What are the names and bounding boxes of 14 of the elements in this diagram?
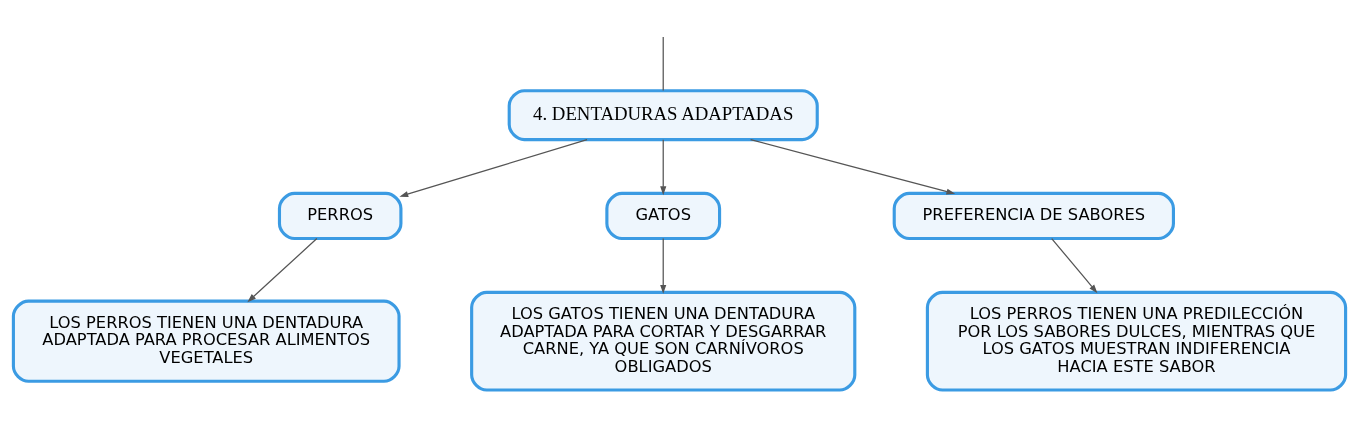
arrow xyxy=(660,139,667,196)
node-box: PERROS xyxy=(277,191,403,241)
node-box: GATOS xyxy=(605,191,722,241)
node-box: LOS GATOS TIENEN UNA DENTADURA ADAPTADA PARA CORTAR Y DESGARRAR CARNE, YA QUE SON CARNÍVOROS OBLIGADOS xyxy=(470,290,857,392)
arrow xyxy=(399,138,588,198)
connector xyxy=(662,36,664,92)
arrow xyxy=(749,138,956,195)
arrow xyxy=(660,237,667,294)
node-box: PREFERENCIA DE SABORES xyxy=(892,191,1175,241)
arrow xyxy=(1051,237,1098,294)
node-box: LOS PERROS TIENEN UNA PREDILECCIÓN POR LOS SABORES DULCES, MIENTRAS QUE LOS GATOS MUESTRAN INDIFERENCIA HACIA ESTE SABOR xyxy=(925,290,1348,392)
arrow xyxy=(247,237,318,303)
node-box: 4. DENTADURAS ADAPTADAS xyxy=(507,89,819,142)
node-box: LOS PERROS TIENEN UNA DENTADURA ADAPTADA PARA PROCESAR ALIMENTOS VEGETALES xyxy=(11,299,401,383)
